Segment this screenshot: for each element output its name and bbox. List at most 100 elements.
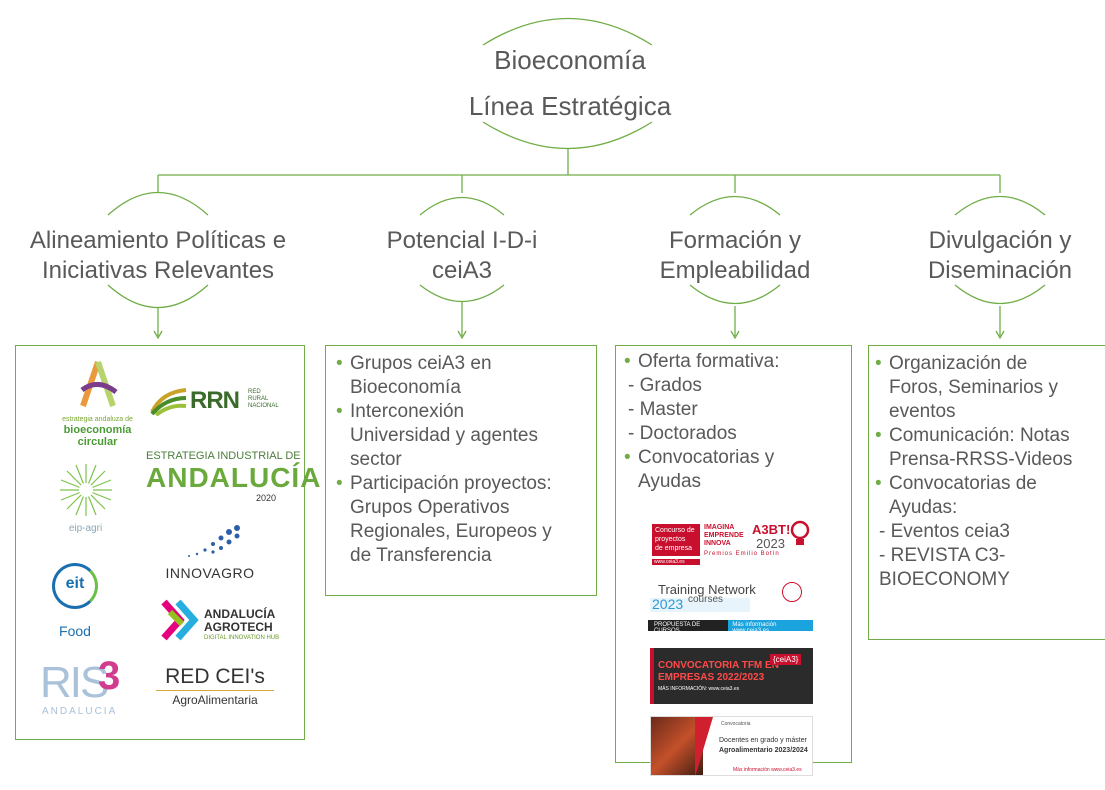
agrotech-line1: ANDALUCÍA: [204, 607, 276, 621]
a3bt-year: 2023: [756, 536, 785, 551]
title-arc-top: [482, 17, 653, 46]
rrn-sub3: NACIONAL: [248, 403, 279, 409]
eip-agri-burst-icon: [59, 464, 112, 516]
banner-docentes: Convocatoria Docentes en grado y máster …: [650, 716, 813, 776]
a3bt-mid1: IMAGINA: [704, 524, 735, 531]
agrotech-chevron-icon: [161, 599, 199, 641]
list-item: Participación proyectos:: [336, 472, 596, 496]
docentes-info: Más información www.ceia3.es: [733, 767, 802, 773]
main-title-line1: Bioeconomía: [494, 45, 646, 75]
list-item: Oferta formativa:: [624, 350, 851, 374]
bioeconomia-symbol-icon: [79, 361, 118, 407]
bioeconomia-line3: circular: [77, 436, 118, 448]
red-ceis-line2: AgroAlimentaria: [172, 693, 258, 707]
heading-divulgacion: Divulgación y Diseminación: [890, 226, 1105, 286]
list-item: Ayudas: [638, 471, 702, 492]
estrategia-year: 2020: [255, 493, 276, 503]
a3bt-left2: proyectos: [655, 536, 686, 543]
ris3-sub: ANDALUCIA: [42, 706, 118, 717]
title-arc-bottom: [482, 121, 653, 150]
a3bt-url: www.ceia3.es: [652, 559, 700, 565]
list-item: - REVISTA C3-: [879, 545, 1006, 566]
training-courses: courses: [688, 594, 724, 605]
training-bar-left: PROPUESTA DE CURSOS: [654, 622, 701, 633]
heading-line2: Iniciativas Relevantes: [41, 257, 275, 284]
estrategia-line2: ANDALUCÍA: [146, 462, 322, 493]
logo-ris3: RIS 3 ANDALUCIA: [38, 654, 128, 720]
ris3-sup: 3: [98, 654, 121, 698]
potencial-list: Grupos ceiA3 enBioeconomíaInterconexiónU…: [336, 352, 596, 568]
banner-tfm: CONVOCATORIA TFM EN EMPRESAS 2022/2023 M…: [650, 648, 813, 704]
agrotech-line3: DIGITAL INNOVATION HUB: [204, 635, 280, 641]
docentes-top: Convocatoria: [721, 721, 751, 727]
logo-bioeconomia-circular: estrategia andaluza de bioeconomía circu…: [50, 360, 145, 455]
banner-training-network: Training Network 2023 courses PROPUESTA …: [648, 578, 813, 633]
list-item: Bioeconomía: [350, 377, 461, 398]
estrategia-line1: ESTRATEGIA INDUSTRIAL DE: [146, 450, 301, 462]
a3bt-left1: Concurso de: [655, 527, 695, 534]
list-item: - Master: [628, 399, 698, 420]
logo-rrn: RRN RED RURAL NACIONAL: [150, 383, 290, 419]
a3bt-mid3: INNOVA: [704, 540, 731, 547]
heading-line2: Empleabilidad: [659, 257, 811, 284]
eit-food-text: Food: [59, 623, 91, 639]
training-bar: PROPUESTA DE CURSOS Más información www.…: [648, 620, 813, 633]
training-line1: Training Network: [658, 582, 756, 597]
formacion-list: Oferta formativa:- Grados - Master - Docto…: [624, 350, 851, 494]
heading-line1: Alineamiento Políticas e: [29, 227, 287, 254]
tfm-accent: [650, 648, 654, 704]
heading-line2: ceiA3: [431, 257, 493, 284]
rrn-main: RRN: [190, 387, 240, 414]
list-item: BIOECONOMY: [879, 569, 1010, 590]
docentes-line1: Docentes en grado y máster: [719, 737, 807, 744]
agrotech-line2: AGROTECH: [204, 620, 273, 634]
rrn-sub1: RED: [248, 389, 261, 395]
training-bar-right: Más información www.ceia3.es: [728, 620, 813, 633]
list-item: Grupos ceiA3 en: [336, 352, 596, 376]
list-item: Ayudas:: [889, 497, 958, 518]
list-item: Universidad y agentes: [350, 425, 538, 446]
heading-line2: Diseminación: [927, 257, 1073, 284]
main-title: Bioeconomía Línea Estratégica: [420, 42, 720, 124]
innovagro-dots-icon: [188, 525, 240, 557]
logo-estrategia-industrial: ESTRATEGIA INDUSTRIAL DE ANDALUCÍA 2020: [146, 450, 322, 510]
rrn-sub2: RURAL: [248, 396, 269, 402]
training-year: 2023: [652, 596, 684, 612]
red-ceis-rule: [156, 690, 274, 691]
eip-agri-text: eip-agri: [68, 523, 103, 534]
tfm-info: MÁS INFORMACIÓN: www.ceia3.es: [658, 686, 740, 692]
main-title-line2: Línea Estratégica: [468, 91, 672, 121]
bioeconomia-line2: bioeconomía: [63, 424, 132, 436]
list-item: - Grados: [628, 375, 702, 396]
list-item: Regionales, Europeos y: [350, 521, 552, 542]
a3bt-premio: Premios Emilio Botín: [704, 551, 780, 557]
heading-line1: Potencial I-D-i: [386, 227, 538, 254]
tfm-line2: EMPRESAS 2022/2023: [658, 672, 765, 683]
logo-eip-agri: eip-agri: [48, 462, 123, 542]
list-item: Convocatorias de: [875, 472, 1105, 496]
logo-red-ceis: RED CEI's AgroAlimentaria: [150, 666, 280, 716]
tfm-line1: CONVOCATORIA TFM EN: [658, 660, 779, 671]
bioeconomia-line1: estrategia andaluza de: [62, 416, 133, 423]
list-item: Comunicación: Notas: [875, 424, 1105, 448]
logo-innovagro: INNOVAGRO: [160, 522, 260, 584]
logo-andalucia-agrotech: ANDALUCÍA AGROTECH DIGITAL INNOVATION HU…: [160, 598, 300, 648]
eit-text: eit: [65, 575, 85, 592]
heading-formacion: Formación y Empleabilidad: [625, 226, 845, 286]
list-item: - Doctorados: [628, 423, 737, 444]
list-item: Grupos Operativos: [350, 497, 510, 518]
heading-potencial: Potencial I-D-i ceiA3: [352, 226, 572, 286]
logo-eit-food: eit Food: [45, 563, 105, 643]
list-item: Interconexión: [336, 400, 596, 424]
list-item: eventos: [889, 401, 956, 422]
list-item: Prensa-RRSS-Videos: [889, 449, 1073, 470]
heading-alineamiento: Alineamiento Políticas e Iniciativas Rel…: [8, 226, 308, 286]
list-item: - Eventos ceia3: [879, 521, 1010, 542]
rrn-stripes-icon: [150, 388, 187, 416]
red-ceis-line1: RED CEI's: [165, 665, 265, 688]
potencial-box: Grupos ceiA3 enBioeconomíaInterconexiónU…: [325, 345, 597, 596]
list-item: Foros, Seminarios y: [889, 377, 1058, 398]
